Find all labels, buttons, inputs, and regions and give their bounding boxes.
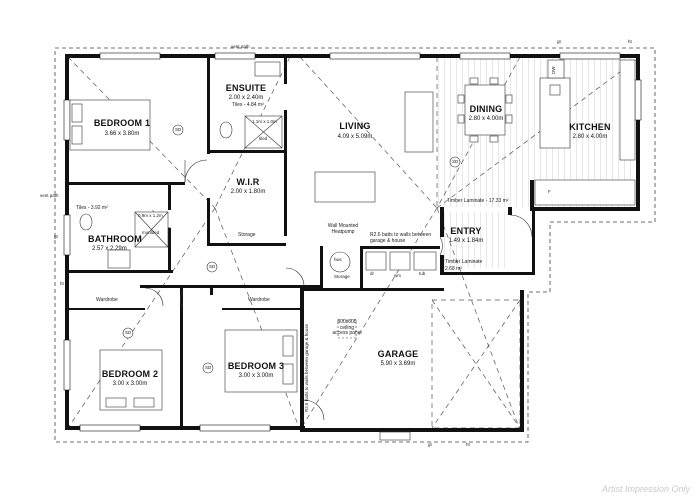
gt-left: gt xyxy=(54,234,58,239)
ensuite-name: ENSUITE xyxy=(225,83,267,93)
kitchen-laminate: Timber Laminate - 17.33 m² xyxy=(447,198,509,204)
smoke-detectors xyxy=(122,124,461,374)
sd-bedroom2: SD xyxy=(125,330,132,335)
sd-living: SD xyxy=(452,159,459,164)
bathroom-tiles: Tiles - 3.92 m² xyxy=(76,205,108,211)
bottom-steps xyxy=(379,431,411,441)
gt-bottom: gt xyxy=(428,442,432,447)
bedroom1-size: 3.66 x 3.80m xyxy=(104,131,140,137)
ensuite-size: 2.00 x 2.40m xyxy=(228,95,264,101)
dishwasher-label: DW xyxy=(551,66,556,75)
living-size: 4.09 x 5.09m xyxy=(337,134,373,140)
dining-size: 2.80 x 4.00m xyxy=(468,116,504,122)
sd-hall: SD xyxy=(209,264,216,269)
vent-path-top: vent path xyxy=(231,44,250,49)
sd-bedroom3: SD xyxy=(205,365,212,370)
kitchen-name: KITCHEN xyxy=(569,122,611,132)
wardrobe-b3: Wardrobe xyxy=(248,297,270,303)
watermark: Artist Impression Only xyxy=(601,484,690,494)
ht-bottom: ht xyxy=(466,442,470,447)
washer-label: wm xyxy=(394,273,401,278)
ensuite-shower-size: 1.1m x 1.0m xyxy=(252,119,277,124)
fridge-label: F xyxy=(548,189,551,194)
heatpump-note: Wall Mounted Heatpump xyxy=(327,223,359,235)
entry-floor-area: 2.68 m² xyxy=(445,266,462,272)
garage-size: 5.90 x 3.69m xyxy=(380,361,416,367)
ensuite-tiles: Tiles - 4.84 m² xyxy=(232,102,264,108)
entry-floor: Timber Laminate xyxy=(445,259,483,265)
sd-bedroom1: SD xyxy=(175,127,182,132)
bedroom3-size: 3.00 x 3.00m xyxy=(238,373,274,379)
hall-storage: Storage xyxy=(238,232,256,238)
dining-name: DINING xyxy=(469,104,503,114)
tub-label: tub xyxy=(419,271,426,276)
bedroom2-name: BEDROOM 2 xyxy=(101,369,159,379)
wardrobe-b2: Wardrobe xyxy=(96,297,118,303)
vent-path-left: vent path xyxy=(40,193,59,198)
bath-shower-size: 0.9m x 1.2m xyxy=(138,213,163,218)
garage-name: GARAGE xyxy=(377,349,419,359)
ceiling-access-note: 600x600 ceiling access panel xyxy=(332,319,362,336)
batts-note: R2.6 batts to walls between garage & hou… xyxy=(370,232,432,244)
ht-top: ht xyxy=(628,39,632,44)
batts-vertical-note: R2.6 batts to walls between garage & hou… xyxy=(304,323,309,412)
wir-name: W.I.R xyxy=(236,177,260,187)
entry-name: ENTRY xyxy=(450,226,482,236)
windows xyxy=(63,52,642,432)
garage-door-outline xyxy=(431,299,521,429)
furniture xyxy=(69,59,636,411)
entry-size: 1.49 x 1.84m xyxy=(448,238,484,244)
ht-left: ht xyxy=(60,281,64,286)
gt-top: gt xyxy=(557,39,561,44)
hwc-label: hwc xyxy=(334,257,343,262)
bedroom1-name: BEDROOM 1 xyxy=(93,118,151,128)
bath-shower-moulded: moulded xyxy=(142,230,160,235)
entry-laminate xyxy=(440,212,510,268)
dryer-label: dr xyxy=(370,271,375,276)
living-name: LIVING xyxy=(339,121,371,131)
ensuite-shower-tiled: tiled xyxy=(259,136,268,141)
kitchen-size: 2.80 x 4.00m xyxy=(572,134,608,140)
site-boundary xyxy=(54,47,656,443)
bathroom-name: BATHROOM xyxy=(88,234,142,244)
wir-size: 2.00 x 1.80m xyxy=(230,189,266,195)
laundry-storage: Storage xyxy=(334,274,350,279)
bathroom-size: 2.57 x 2.29m xyxy=(92,246,127,252)
bedroom3-name: BEDROOM 3 xyxy=(227,361,285,371)
bedroom2-size: 3.00 x 3.00m xyxy=(112,381,148,387)
